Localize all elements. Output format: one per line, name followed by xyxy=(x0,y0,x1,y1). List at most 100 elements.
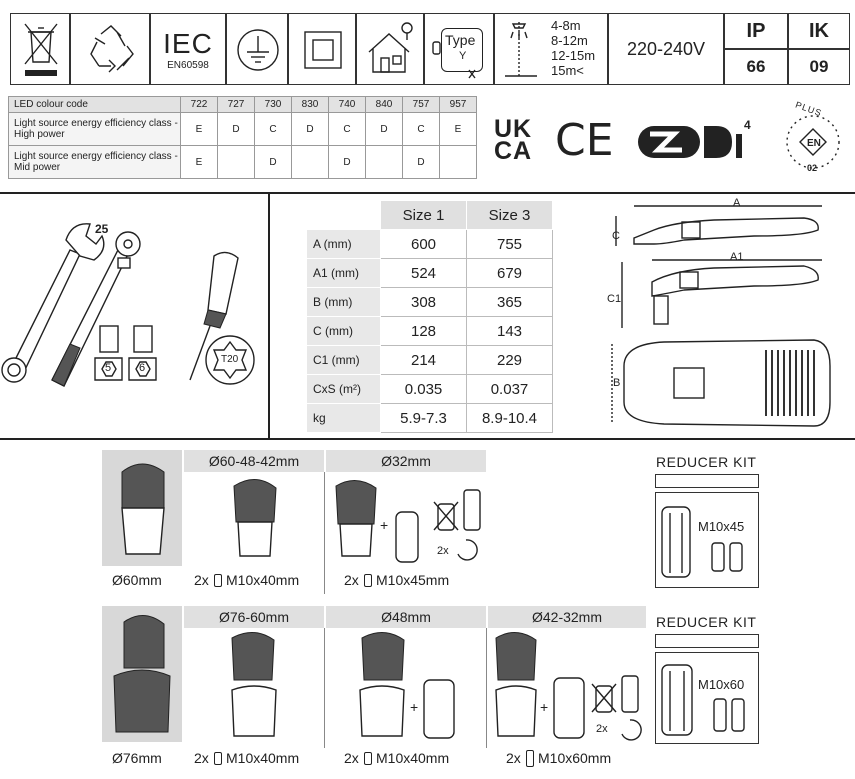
screw-count: 2x xyxy=(194,572,209,588)
type-sub: Y xyxy=(459,50,467,62)
dim-label: CxS (m²) xyxy=(306,374,381,404)
iec-label: IEC xyxy=(163,27,213,59)
screw-count: 2x xyxy=(506,750,521,766)
dim-a-label: A xyxy=(733,197,741,209)
dim-label: kg xyxy=(306,403,381,433)
colour-code: 830 xyxy=(291,96,329,113)
svg-text:EN: EN xyxy=(807,138,821,149)
screw-icon xyxy=(214,574,222,587)
energy-class xyxy=(291,145,329,179)
reducer-screw: M10x60 xyxy=(698,677,745,692)
recycle-icon xyxy=(90,25,134,73)
divider xyxy=(268,192,270,438)
size-header: Size 3 xyxy=(466,200,553,230)
bracket-adapter-icon xyxy=(231,632,277,737)
dim-value: 8.9-10.4 xyxy=(466,403,553,433)
energy-class xyxy=(439,145,477,179)
energy-class: E xyxy=(180,112,218,146)
ukca-mark: UK CA xyxy=(494,117,532,164)
height-item: 12-15m xyxy=(551,48,596,63)
dim-label: C1 (mm) xyxy=(306,345,381,375)
height-list: 4-8m 8-12m 12-15m 15m< xyxy=(551,18,595,78)
dim-label: A1 (mm) xyxy=(306,258,381,288)
reducer-sleeve-icon xyxy=(661,664,745,736)
col-header: Ø76-60mm xyxy=(184,606,324,628)
dim-value: 524 xyxy=(380,258,467,288)
dali-logo-icon xyxy=(638,126,742,158)
energy-class xyxy=(217,145,255,179)
screw-spec: M10x45mm xyxy=(376,572,450,588)
dim-value: 755 xyxy=(466,229,553,259)
dim-a1-label: A1 xyxy=(730,251,744,263)
weee-box xyxy=(10,13,70,85)
type-y-box: Type Y xyxy=(424,13,494,85)
dim-label: C (mm) xyxy=(306,316,381,346)
base-diameter: Ø60mm xyxy=(112,572,162,588)
dim-value: 214 xyxy=(380,345,467,375)
voltage-value: 220-240V xyxy=(626,38,706,59)
energy-class: C xyxy=(328,112,366,146)
dim-c1-label: C1 xyxy=(607,293,622,305)
dim-value: 5.9-7.3 xyxy=(380,403,467,433)
dimensions-table: Size 1 Size 3 A (mm) 600 755 A1 (mm) 524… xyxy=(306,200,553,433)
ik-label-box: IK xyxy=(788,13,850,49)
colour-code: 727 xyxy=(217,96,255,113)
iec-standard: EN60598 xyxy=(167,59,209,71)
dim-value: 143 xyxy=(466,316,553,346)
screwdriver-icon xyxy=(189,251,239,381)
energy-class: E xyxy=(180,145,218,179)
size-header: Size 1 xyxy=(380,200,467,230)
colour-code: 757 xyxy=(402,96,440,113)
col-header: Ø42-32mm xyxy=(488,606,646,628)
earth-box xyxy=(226,13,288,85)
dim-label: A (mm) xyxy=(306,229,381,259)
reducer-kit-box: M10x60 xyxy=(655,652,759,744)
base-diameter: Ø76mm xyxy=(112,750,162,766)
sleeve-count: 2x xyxy=(596,723,608,735)
colour-code: 957 xyxy=(439,96,477,113)
energy-row-label: Light source energy efficiency class - H… xyxy=(8,112,181,146)
dim-value: 308 xyxy=(380,287,467,317)
energy-class xyxy=(365,145,403,179)
dim-b-label: B xyxy=(613,377,621,389)
col-header: Ø60-48-42mm xyxy=(184,450,324,472)
bracket-60-icon xyxy=(121,463,165,555)
bracket-76-icon xyxy=(113,615,171,733)
divider xyxy=(0,192,855,194)
energy-class: D xyxy=(402,145,440,179)
energy-header-label: LED colour code xyxy=(8,96,181,113)
screw-icon xyxy=(526,750,534,767)
bracket-adapter-sleeve-icon: + xyxy=(359,632,455,739)
dim-value: 0.037 xyxy=(466,374,553,404)
colour-code: 722 xyxy=(180,96,218,113)
iec-box: IEC EN60598 xyxy=(150,13,226,85)
screw-spec: M10x40mm xyxy=(376,750,450,766)
ip-label: IP xyxy=(746,19,766,42)
screw-spec: M10x60mm xyxy=(538,750,612,766)
height-item: 4-8m xyxy=(551,18,581,33)
indoor-box xyxy=(356,13,424,85)
screw-spec: M10x40mm xyxy=(226,572,300,588)
pole-height-icon xyxy=(505,22,537,77)
plug-icon xyxy=(432,41,476,79)
wrench-icon xyxy=(1,223,105,383)
dim-value: 365 xyxy=(466,287,553,317)
ip-value: 66 xyxy=(746,57,766,76)
dim-value: 0.035 xyxy=(380,374,467,404)
reducer-screw: M10x45 xyxy=(698,519,745,534)
svg-text:+: + xyxy=(540,699,548,715)
height-item: 8-12m xyxy=(551,33,588,48)
ik-label: IK xyxy=(809,19,829,42)
ce-mark: CE xyxy=(555,115,614,166)
dim-value: 229 xyxy=(466,345,553,375)
torx-label: T20 xyxy=(221,354,239,365)
svg-text:+: + xyxy=(410,699,418,715)
screw-count: 2x xyxy=(344,750,359,766)
torx-icon xyxy=(205,335,255,385)
energy-class: D xyxy=(328,145,366,179)
mounting-height-box: 4-8m 8-12m 12-15m 15m< xyxy=(494,13,608,85)
energy-class: C xyxy=(254,112,292,146)
svg-text:+: + xyxy=(380,517,388,533)
divider xyxy=(0,438,855,440)
recycle-box xyxy=(70,13,150,85)
